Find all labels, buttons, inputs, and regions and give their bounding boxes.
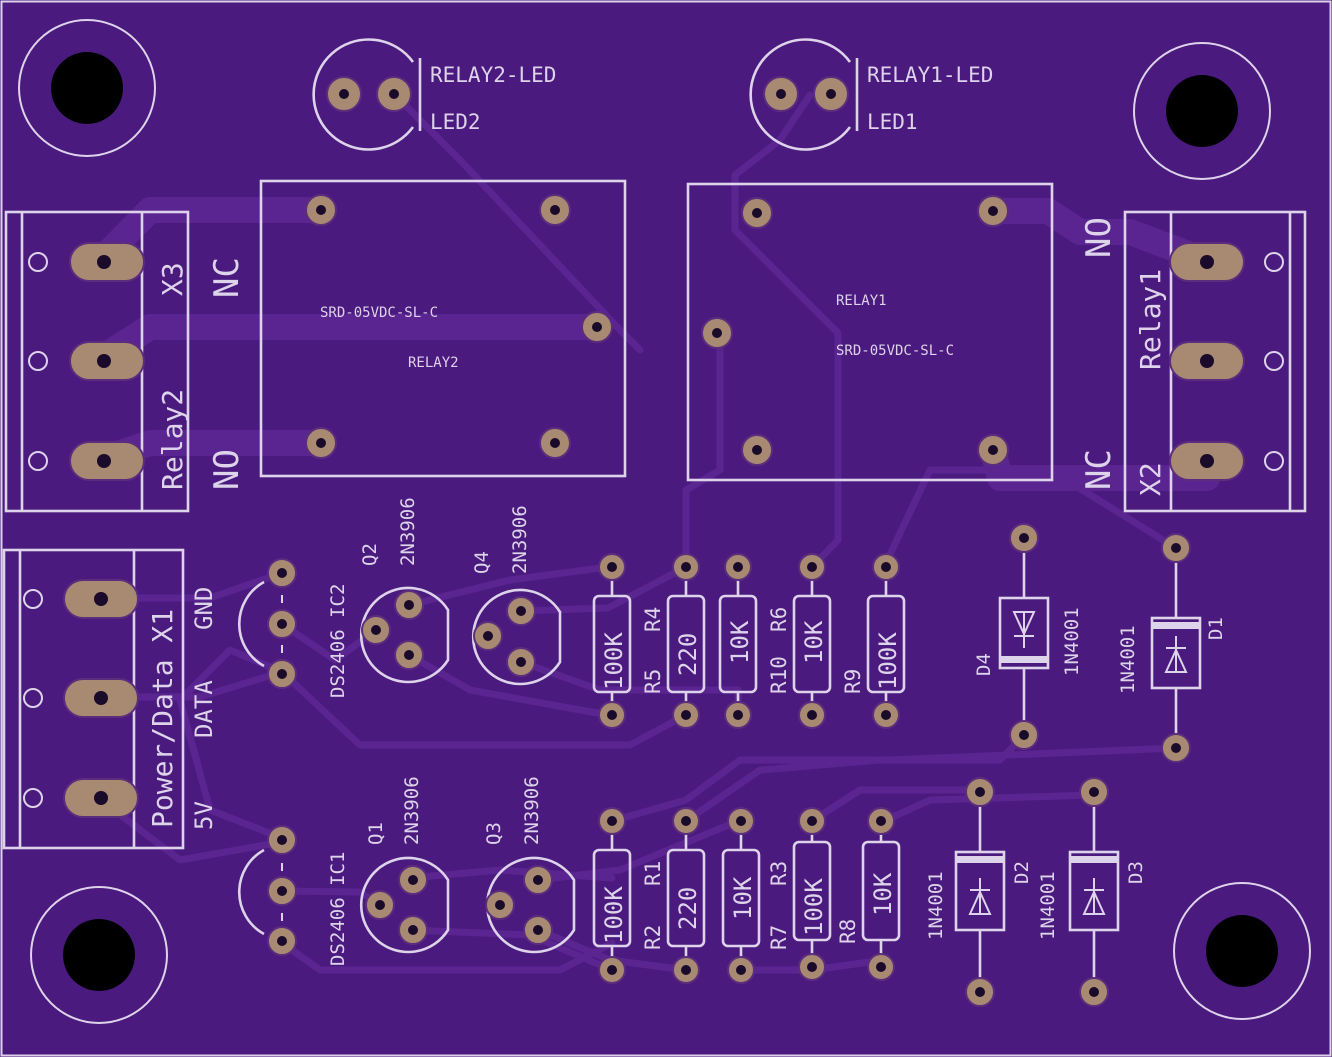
d4-label: D4 <box>973 653 995 676</box>
relay1-name-label: RELAY1 <box>836 293 887 309</box>
led2-footprint <box>312 38 422 151</box>
mounting-hole-bottom-left <box>30 886 168 1024</box>
r5-value: 100K <box>600 632 628 690</box>
ic2-label: DS2406 IC2 <box>327 584 349 698</box>
5v-label: 5V <box>190 801 218 830</box>
ic2-footprint <box>237 558 297 689</box>
diode-d1 <box>1150 533 1202 763</box>
r3-label: R3 <box>767 861 791 886</box>
resistors-top-row <box>592 553 906 729</box>
d4-part-label: 1N4001 <box>1061 607 1083 676</box>
relay2-connector-label: Relay2 <box>156 389 189 490</box>
mounting-holes <box>18 19 1311 1024</box>
nc-right-label: NC <box>1079 449 1119 490</box>
resistor-r7 <box>721 807 761 984</box>
q4-part-label: 2N3906 <box>509 505 531 574</box>
q3-footprint <box>485 856 576 954</box>
r8-value: 10K <box>869 872 897 916</box>
diode-d4 <box>998 523 1050 750</box>
led1-footprint <box>749 38 859 151</box>
relay1-part-label: SRD-05VDC-SL-C <box>836 343 954 359</box>
r7-value: 10K <box>729 876 757 920</box>
resistor-r6 <box>792 553 832 729</box>
q1-label: Q1 <box>365 822 387 845</box>
resistors-bottom-row <box>592 807 901 984</box>
r7-label: R7 <box>767 925 791 950</box>
r6-value: 10K <box>800 620 828 664</box>
r1-label: R1 <box>641 861 665 886</box>
ic1-footprint <box>237 825 297 956</box>
r2-value: 100K <box>600 886 628 944</box>
q2-footprint <box>359 586 450 684</box>
q3-label: Q3 <box>483 822 505 845</box>
relay1-connector-label: Relay1 <box>1134 269 1167 370</box>
mounting-hole-top-left <box>18 19 156 157</box>
r4-label: R4 <box>641 607 665 632</box>
x3-label: X3 <box>156 262 189 296</box>
relay2-part-label: SRD-05VDC-SL-C <box>320 305 438 321</box>
r10-label: R10 <box>767 656 791 694</box>
r8-label: R8 <box>836 919 860 944</box>
resistor-r4 <box>666 553 706 729</box>
silkscreen-text: RELAY2-LED LED2 RELAY1-LED LED1 SRD-05VD… <box>146 63 1227 966</box>
led2-label: LED2 <box>430 110 481 134</box>
r9-value: 100K <box>874 632 902 690</box>
resistor-r5 <box>592 553 632 729</box>
x2-label: X2 <box>1134 462 1167 496</box>
d1-part-label: 1N4001 <box>1117 625 1139 694</box>
resistor-r2 <box>592 807 632 984</box>
q3-part-label: 2N3906 <box>521 776 543 845</box>
led1-label: LED1 <box>867 110 918 134</box>
no-left-label: NO <box>207 449 247 490</box>
r5-label: R5 <box>641 669 665 694</box>
relay2-led-label: RELAY2-LED <box>430 63 556 87</box>
d2-label: D2 <box>1011 861 1033 884</box>
relay2-name-label: RELAY2 <box>408 355 459 371</box>
terminal-x3 <box>4 210 190 513</box>
ic1-label: DS2406 IC1 <box>327 852 349 966</box>
resistor-r1 <box>666 807 706 984</box>
relay2-footprint <box>259 179 627 478</box>
r6-label: R6 <box>767 607 791 632</box>
q4-label: Q4 <box>471 551 493 574</box>
power-data-label: Power/Data X1 <box>146 609 179 828</box>
diode-d3 <box>1068 777 1120 1007</box>
q2-part-label: 2N3906 <box>397 497 419 566</box>
nc-left-label: NC <box>207 257 247 298</box>
terminal-x2 <box>1123 210 1307 513</box>
diode-d2 <box>954 777 1006 1007</box>
r2-label: R2 <box>641 925 665 950</box>
resistor-r10 <box>718 553 758 729</box>
no-right-label: NO <box>1079 217 1119 258</box>
relay1-led-label: RELAY1-LED <box>867 63 993 87</box>
resistor-r3 <box>792 807 832 981</box>
gnd-label: GND <box>190 587 218 630</box>
d1-label: D1 <box>1205 617 1227 640</box>
mounting-hole-top-right <box>1133 42 1271 180</box>
d3-part-label: 1N4001 <box>1037 871 1059 940</box>
d3-label: D3 <box>1125 861 1147 884</box>
r1-value: 220 <box>674 887 702 930</box>
terminal-x1 <box>2 548 185 850</box>
q4-footprint <box>471 588 562 686</box>
resistor-r9 <box>866 553 906 729</box>
mounting-hole-bottom-right <box>1173 882 1311 1020</box>
r9-label: R9 <box>841 669 865 694</box>
data-label: DATA <box>190 680 218 738</box>
r4-value: 220 <box>674 633 702 676</box>
q2-label: Q2 <box>359 543 381 566</box>
r10-value: 10K <box>726 620 754 664</box>
q1-footprint <box>359 856 450 954</box>
relay1-footprint <box>686 182 1054 482</box>
resistor-r8 <box>861 807 901 981</box>
d2-part-label: 1N4001 <box>925 871 947 940</box>
q1-part-label: 2N3906 <box>401 776 423 845</box>
r3-value: 100K <box>800 878 828 936</box>
